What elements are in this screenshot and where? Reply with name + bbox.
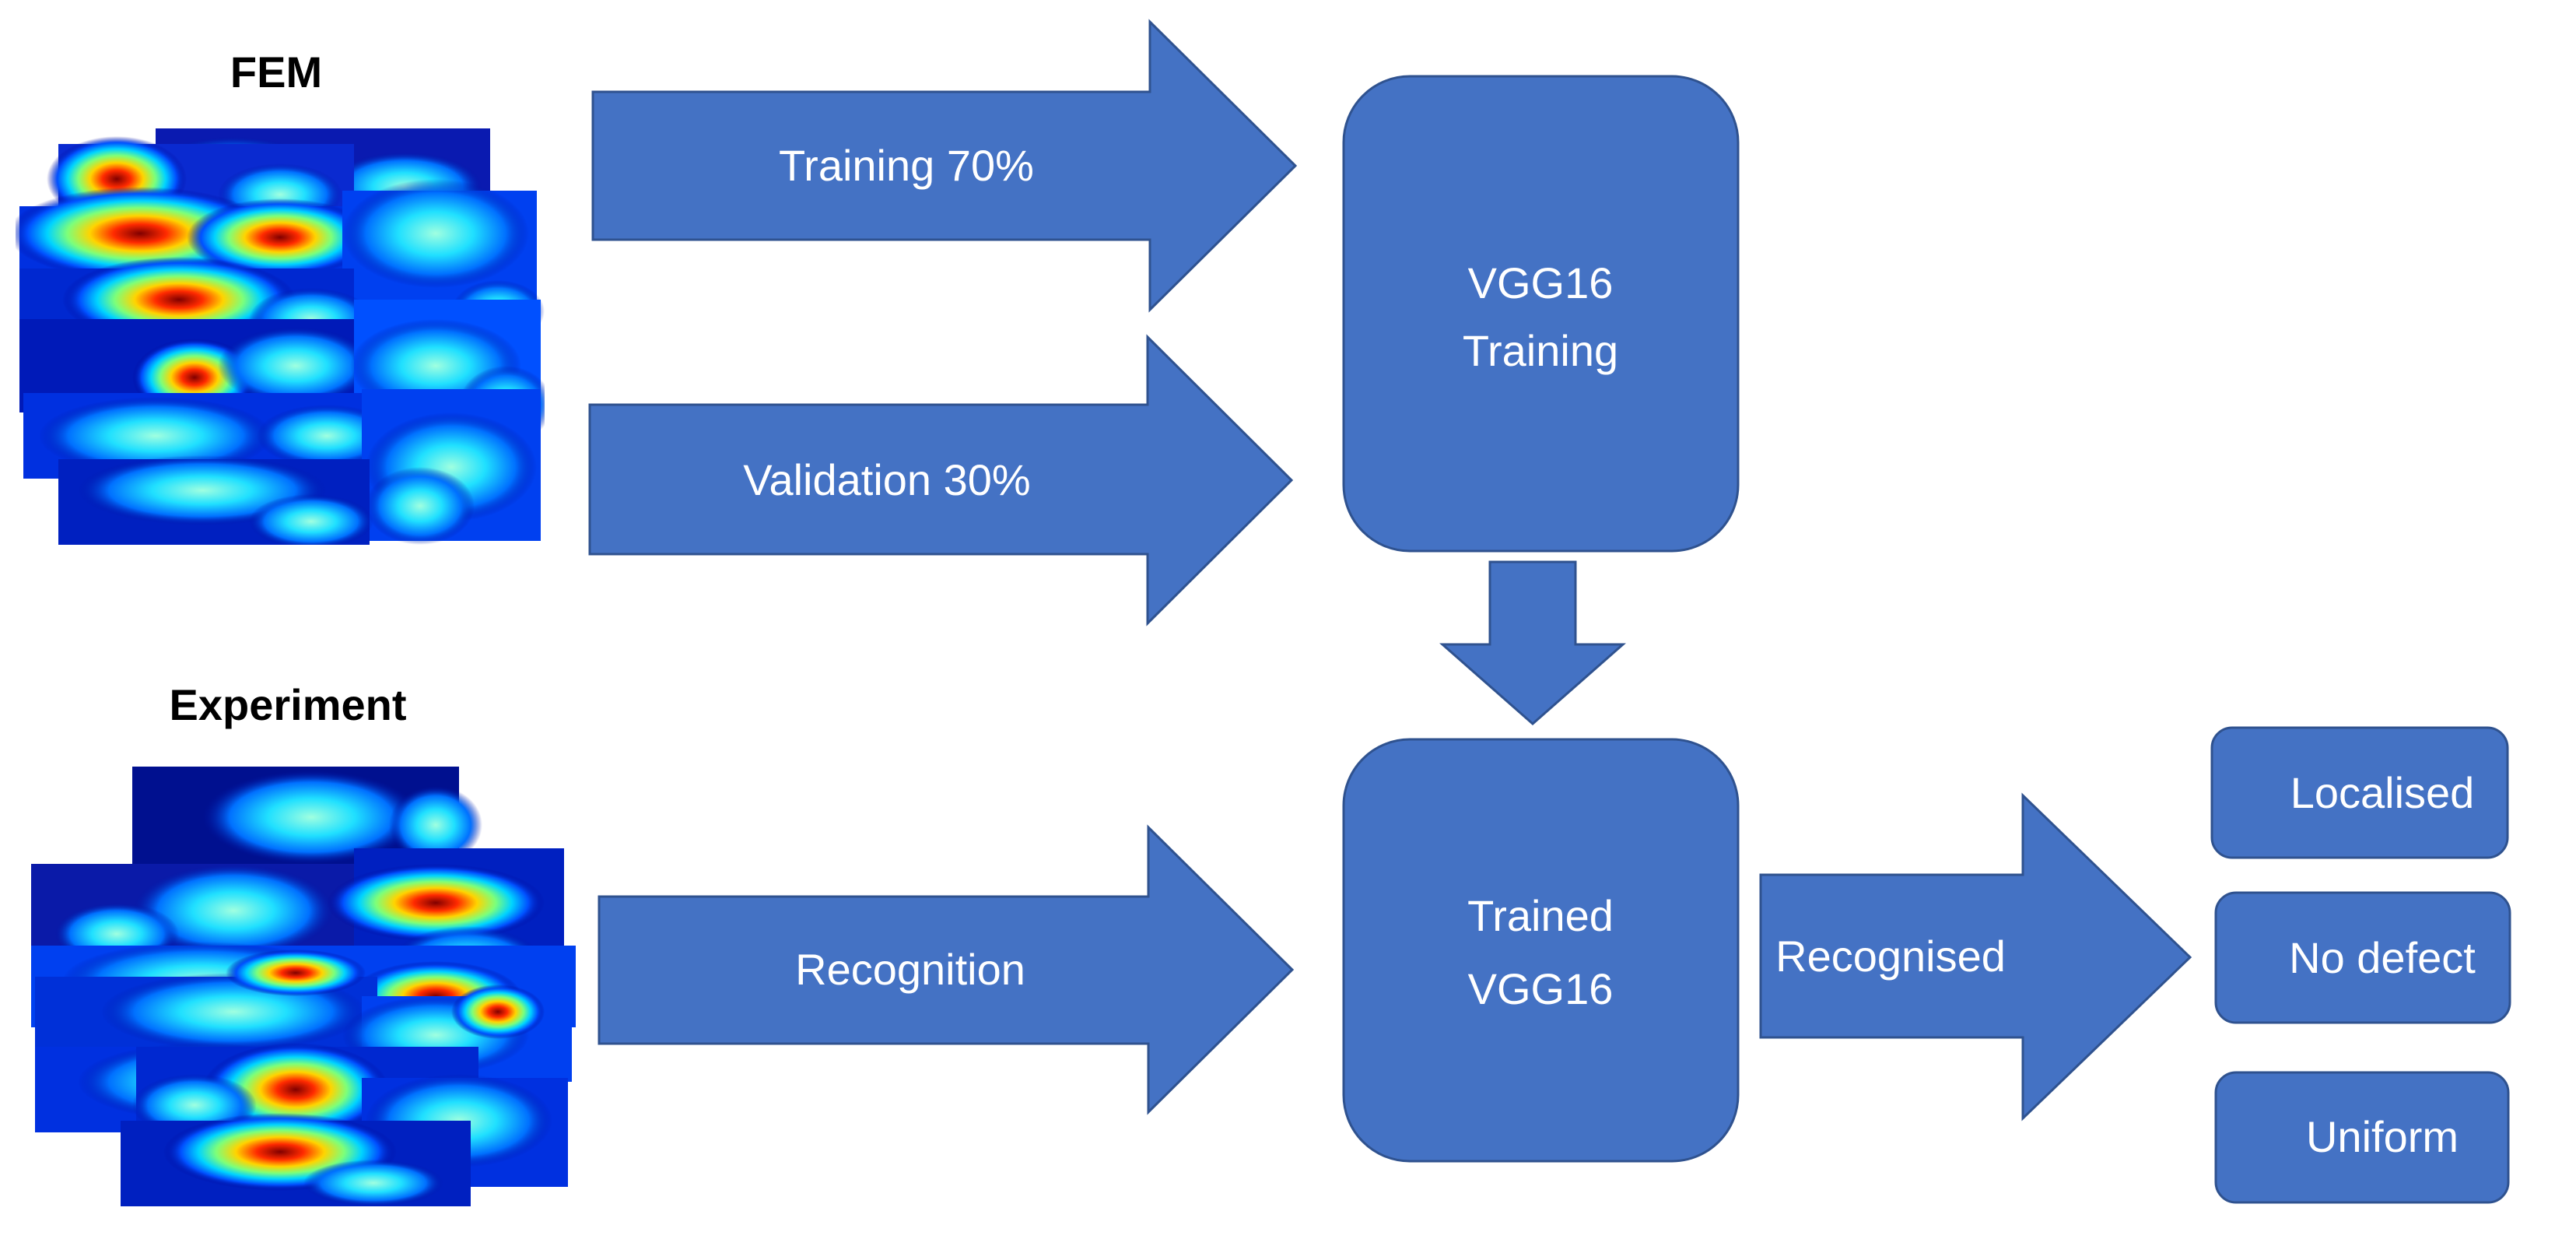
vgg16-training-line2: Training <box>1463 326 1618 375</box>
experiment-heatmap-stack <box>31 767 576 1206</box>
experiment-heading: Experiment <box>170 680 407 729</box>
vgg16-training-line1: VGG16 <box>1468 258 1614 307</box>
training-label: Training 70% <box>779 141 1034 190</box>
outcome-localised-label: Localised <box>2290 768 2475 817</box>
outcome-uniform: Uniform <box>2214 1071 2510 1204</box>
experiment-heatmap-1 <box>132 767 482 868</box>
outcome-uniform-label: Uniform <box>2306 1112 2459 1161</box>
down-arrow <box>1439 560 1626 725</box>
recognised-arrow: Recognised <box>1759 792 2192 1121</box>
vgg16-training-box: VGG16 Training <box>1342 75 1740 553</box>
fem-heading: FEM <box>230 47 322 97</box>
trained-vgg16-line1: Trained <box>1467 891 1614 940</box>
trained-vgg16-box: Trained VGG16 <box>1342 738 1740 1163</box>
experiment-heatmap-10 <box>121 1113 471 1206</box>
outcome-localised: Localised <box>2210 726 2509 859</box>
recognition-arrow: Recognition <box>598 824 1295 1115</box>
validation-label: Validation 30% <box>743 455 1030 504</box>
recognised-label: Recognised <box>1775 932 2006 981</box>
outcome-no-defect-label: No defect <box>2289 933 2476 982</box>
fem-heatmap-stack <box>16 128 545 545</box>
fem-heatmap-10 <box>58 455 373 545</box>
fem-heatmap-9 <box>362 389 541 545</box>
trained-vgg16-line2: VGG16 <box>1468 964 1614 1013</box>
recognition-label: Recognition <box>795 945 1025 994</box>
validation-arrow: Validation 30% <box>588 334 1294 627</box>
outcome-no-defect: No defect <box>2214 891 2511 1024</box>
training-arrow: Training 70% <box>591 19 1298 313</box>
